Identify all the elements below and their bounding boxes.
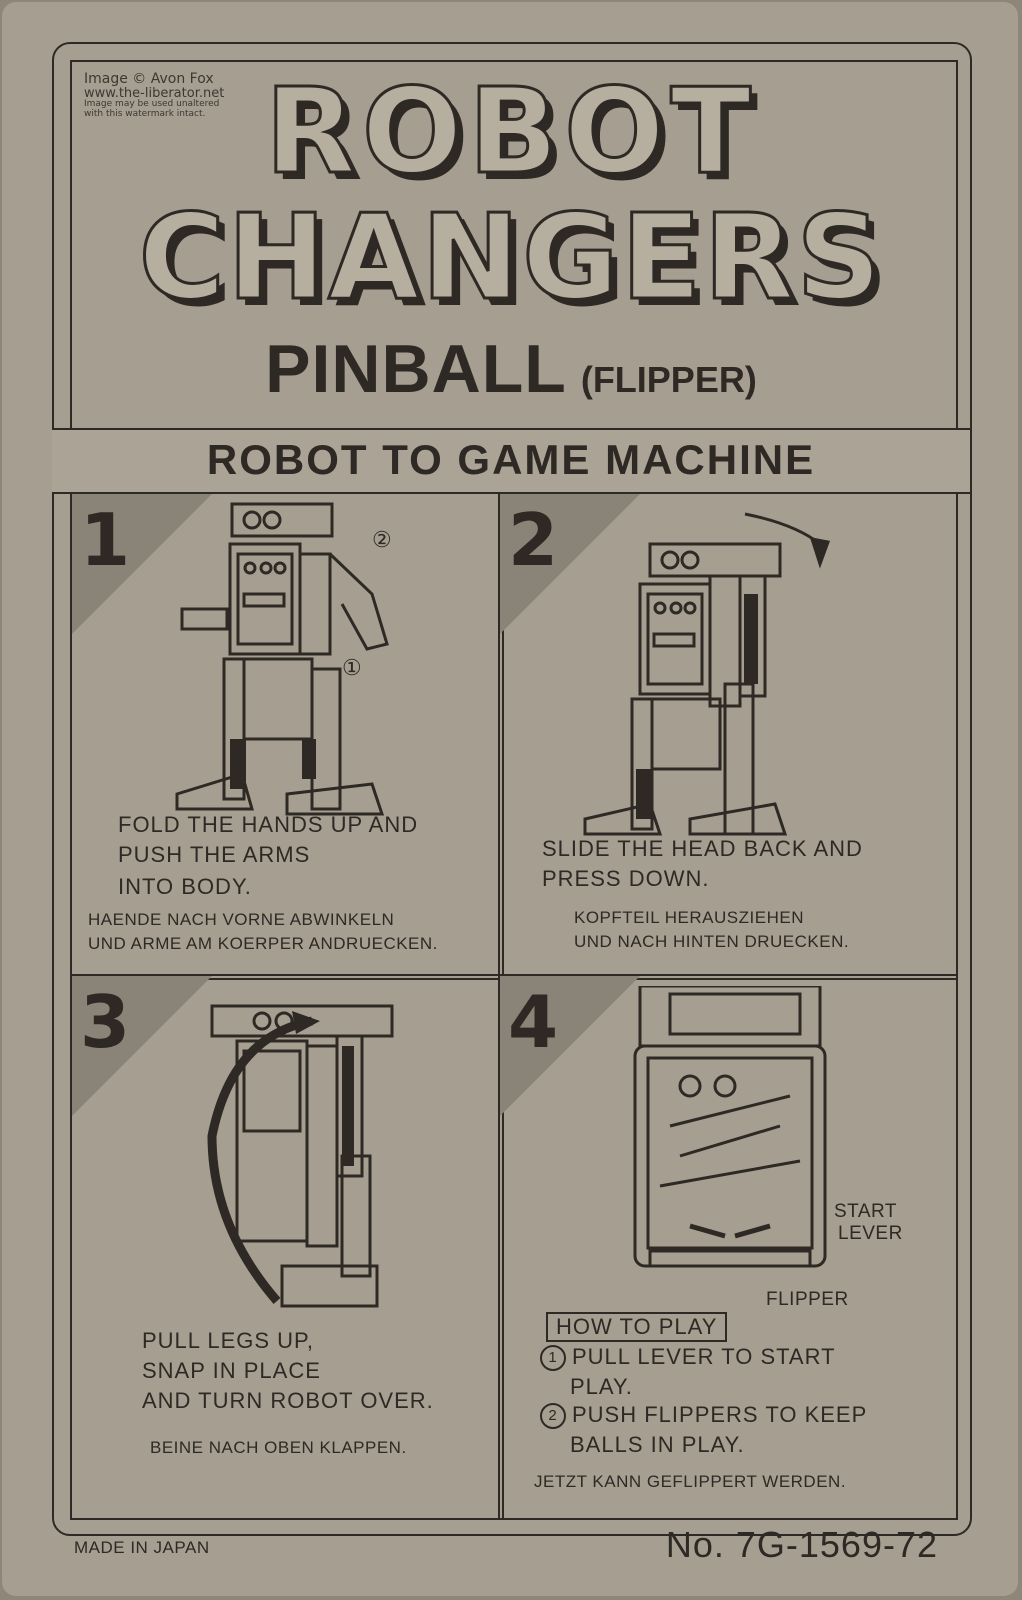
product-title: PINBALL (FLIPPER) bbox=[0, 330, 1022, 408]
corner-triangle bbox=[72, 976, 212, 1116]
how-to-play-box: HOW TO PLAY bbox=[546, 1312, 728, 1342]
step-3-text-en-1: PULL LEGS UP, bbox=[142, 1328, 314, 1353]
callout-2: ② bbox=[372, 527, 393, 552]
step-1-text-de-1: HAENDE NACH VORNE ABWINKELN bbox=[88, 910, 395, 929]
corner-triangle bbox=[500, 976, 640, 1116]
step-2-text-de-2: UND NACH HINTEN DRUECKEN. bbox=[574, 932, 850, 951]
howto-2-number: 2 bbox=[540, 1403, 566, 1429]
step-1-text-en-3: INTO BODY. bbox=[118, 874, 252, 899]
step-2-text-en-2: PRESS DOWN. bbox=[542, 866, 710, 891]
label-flipper: FLIPPER bbox=[766, 1289, 849, 1310]
robot-figure-icon bbox=[175, 502, 389, 816]
step-2-text-en-1: SLIDE THE HEAD BACK AND bbox=[542, 836, 863, 861]
label-start: START bbox=[834, 1201, 898, 1222]
step-1-text-en-1: FOLD THE HANDS UP AND bbox=[118, 812, 419, 837]
watermark: Image © Avon Fox www.the-liberator.net I… bbox=[84, 72, 224, 119]
step-number: 4 bbox=[508, 980, 559, 1064]
logo-changers: CHANGERS bbox=[137, 187, 884, 328]
step-number: 3 bbox=[80, 980, 131, 1064]
howto-1-text: PULL LEVER TO START bbox=[572, 1344, 836, 1369]
step-3-text-en-3: AND TURN ROBOT OVER. bbox=[142, 1388, 434, 1413]
step-1-text-en-2: PUSH THE ARMS bbox=[118, 842, 311, 867]
banner-title: ROBOT TO GAME MACHINE bbox=[206, 436, 816, 483]
product-alt-name: (FLIPPER) bbox=[580, 359, 757, 400]
callout-1: ① bbox=[342, 655, 363, 680]
step-3-panel: 3 PULL LEGS UP, SNAP IN PLACE AND TURN R… bbox=[70, 974, 504, 1520]
howto-1-number: 1 bbox=[540, 1345, 566, 1371]
howto-2-text: PUSH FLIPPERS TO KEEP bbox=[572, 1402, 868, 1427]
outer-border bbox=[52, 42, 972, 1536]
step-number: 2 bbox=[508, 498, 559, 582]
model-number: No. 7G-1569-72 bbox=[665, 1524, 938, 1565]
watermark-note-2: with this watermark intact. bbox=[84, 108, 206, 119]
banner-strip bbox=[52, 428, 970, 494]
watermark-url: www.the-liberator.net bbox=[84, 85, 225, 101]
logo-robot: ROBOT bbox=[264, 61, 757, 202]
robot-figure-icon bbox=[583, 512, 831, 836]
step-2-panel: 2 SLIDE THE HEAD BACK AND PRESS DOWN. KO… bbox=[498, 492, 958, 980]
robot-figure-icon bbox=[207, 1004, 394, 1308]
step-3-text-en-2: SNAP IN PLACE bbox=[142, 1358, 321, 1383]
step-3-text-de-1: BEINE NACH OBEN KLAPPEN. bbox=[150, 1438, 407, 1457]
corner-triangle bbox=[72, 494, 212, 634]
step-1-panel: 1 ② ① FOLD THE HANDS UP AND PUSH THE ARM… bbox=[70, 492, 504, 980]
howto-2-line2: BALLS IN PLAY. bbox=[570, 1432, 745, 1457]
howto-1-line2: PLAY. bbox=[570, 1374, 633, 1399]
made-in-japan: MADE IN JAPAN bbox=[74, 1538, 210, 1557]
pinball-machine-icon bbox=[633, 986, 827, 1268]
watermark-note-1: Image may be used unaltered bbox=[84, 99, 220, 110]
step-2-text-de-1: KOPFTEIL HERAUSZIEHEN bbox=[574, 908, 804, 927]
step-1-text-de-2: UND ARME AM KOERPER ANDRUECKEN. bbox=[88, 934, 438, 953]
watermark-credit: Image © Avon Fox bbox=[84, 71, 214, 87]
product-name: PINBALL bbox=[265, 331, 567, 407]
corner-triangle bbox=[500, 494, 640, 634]
label-lever: LEVER bbox=[838, 1223, 903, 1244]
step-4-text-de-1: JETZT KANN GEFLIPPERT WERDEN. bbox=[534, 1472, 847, 1491]
step-number: 1 bbox=[80, 498, 131, 582]
